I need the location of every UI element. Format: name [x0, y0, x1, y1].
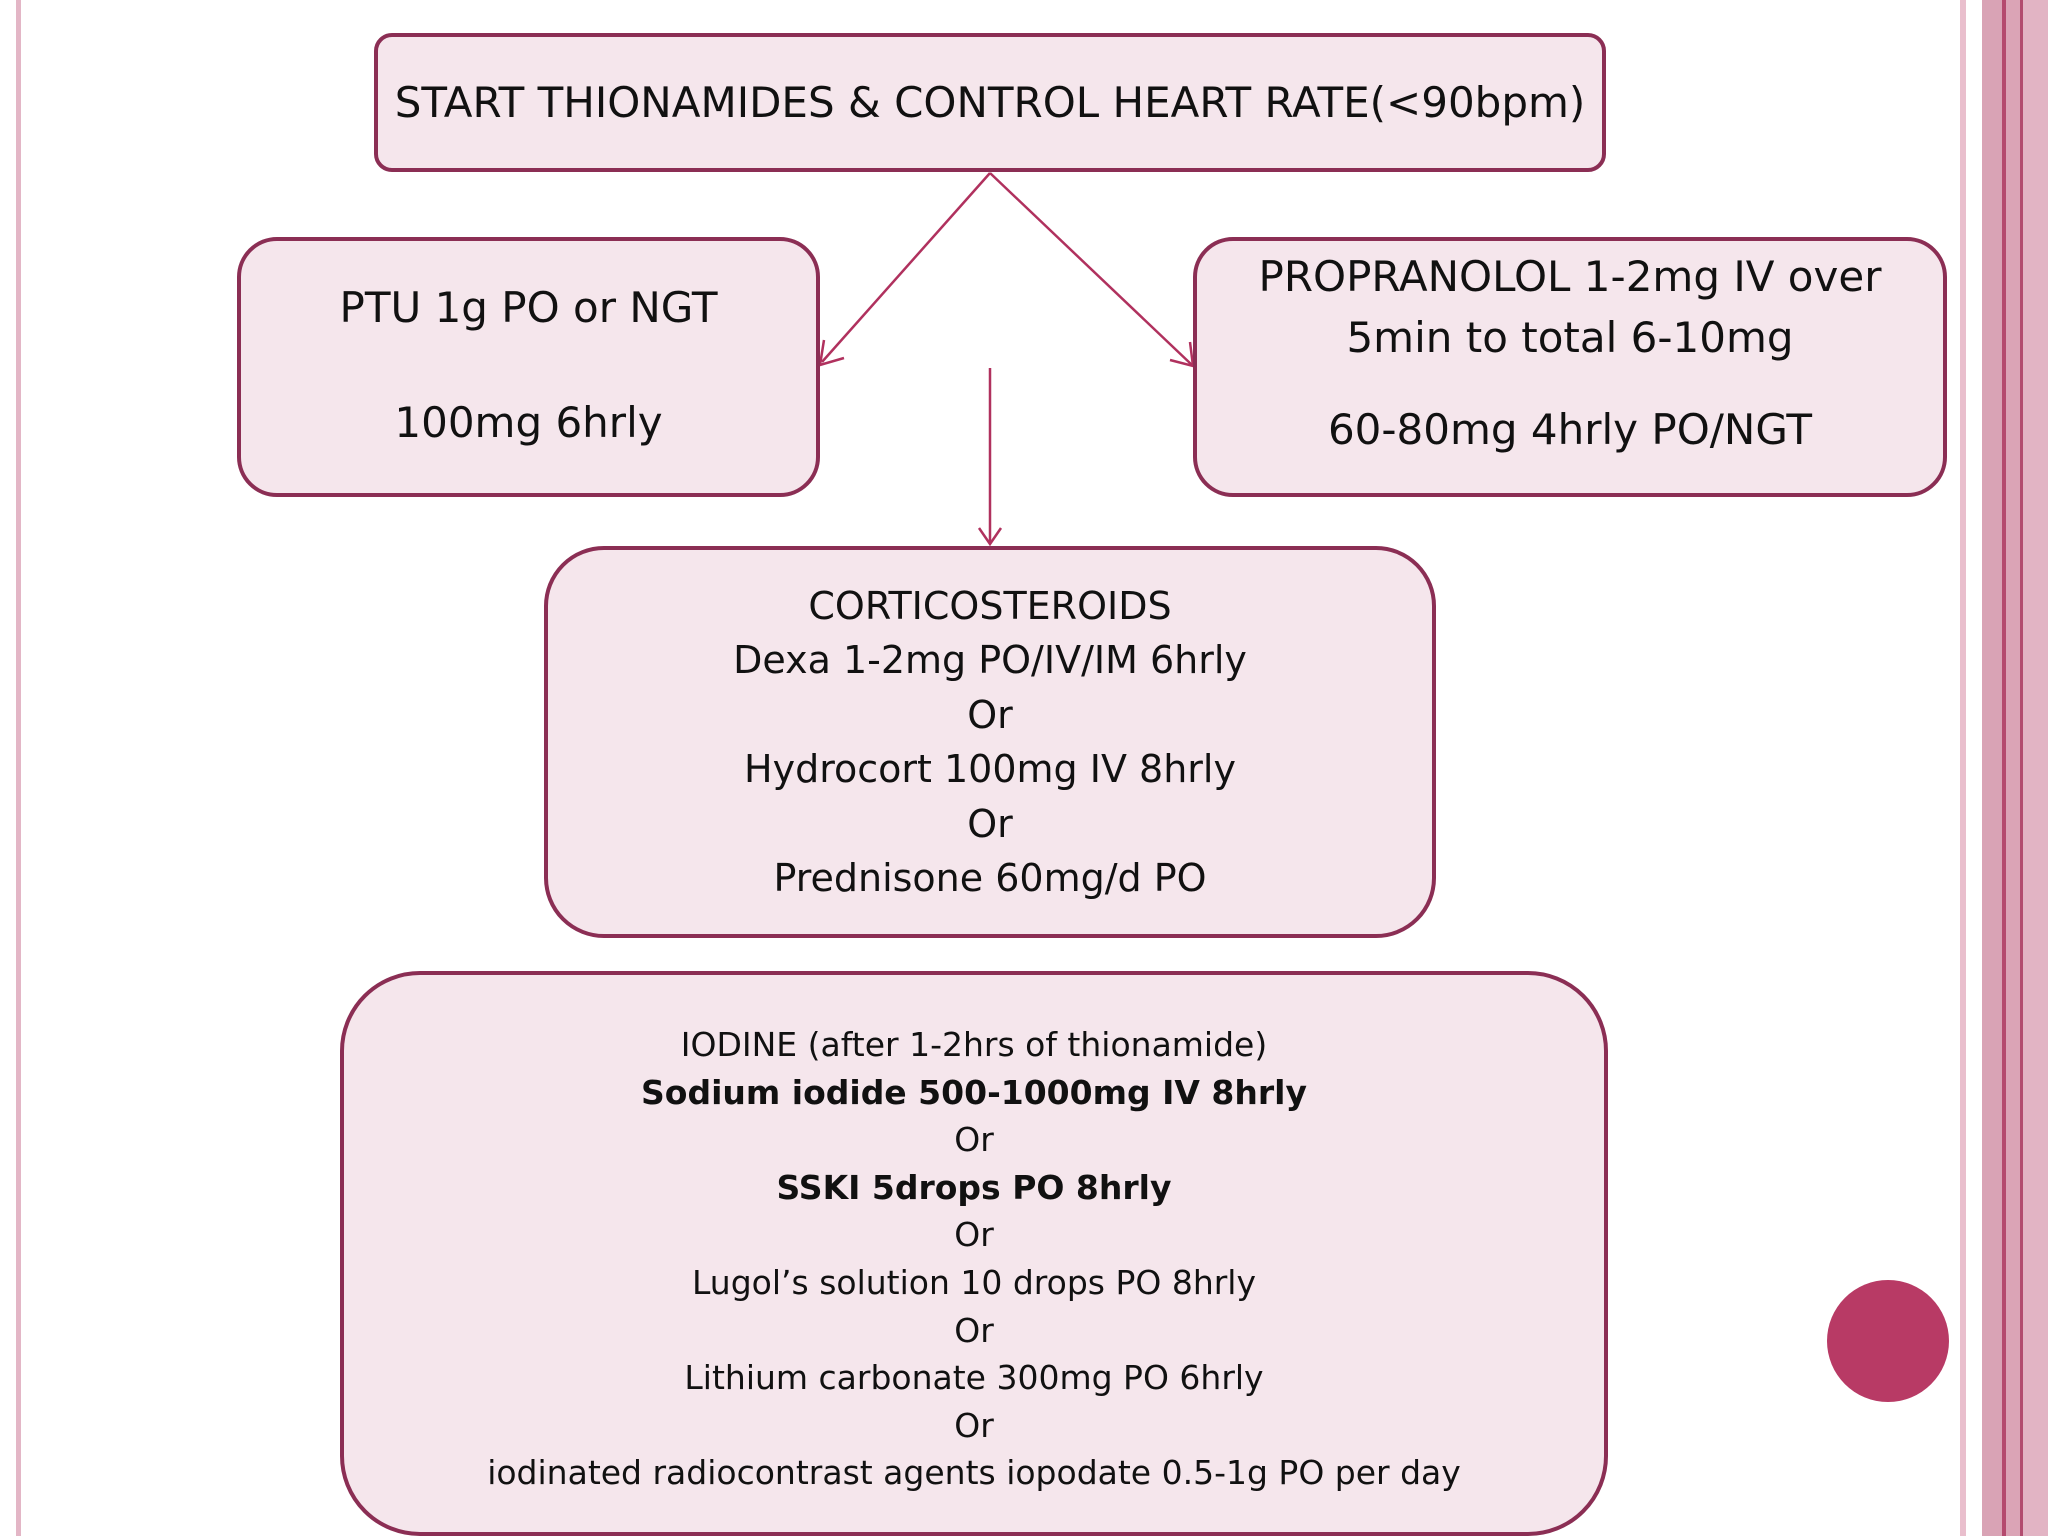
start-thionamides-box: START THIONAMIDES & CONTROL HEART RATE(<…: [374, 33, 1606, 172]
iodine-option: SSKI 5drops PO 8hrly: [776, 1167, 1172, 1207]
iodine-option: Lithium carbonate 300mg PO 6hrly: [684, 1358, 1264, 1398]
right-stripe: [2023, 0, 2048, 1536]
right-stripe: [2006, 0, 2020, 1536]
or-separator: Or: [954, 1310, 994, 1350]
propranolol-line-1: PROPRANOLOL 1-2mg IV over: [1258, 252, 1882, 301]
propranolol-box: PROPRANOLOL 1-2mg IV over 5min to total …: [1193, 237, 1947, 497]
accent-circle: [1827, 1280, 1949, 1402]
corticosteroids-box: CORTICOSTEROIDS Dexa 1-2mg PO/IV/IM 6hrl…: [544, 546, 1436, 938]
iodine-option: Lugol’s solution 10 drops PO 8hrly: [692, 1262, 1256, 1302]
iodine-option: Sodium iodide 500-1000mg IV 8hrly: [641, 1072, 1307, 1112]
iodine-option: iodinated radiocontrast agents iopodate …: [487, 1453, 1461, 1493]
arrow-to-corticosteroids: [977, 368, 1003, 547]
corticosteroid-option: Prednisone 60mg/d PO: [773, 856, 1207, 900]
right-stripe: [1982, 0, 2002, 1536]
or-separator: Or: [967, 801, 1013, 846]
corticosteroids-heading: CORTICOSTEROIDS: [808, 583, 1172, 628]
or-separator: Or: [967, 692, 1013, 737]
iodine-box: IODINE (after 1-2hrs of thionamide) Sodi…: [340, 971, 1608, 1536]
left-border-line: [16, 0, 21, 1536]
ptu-maintenance-dose: 100mg 6hrly: [394, 398, 663, 447]
box-text: START THIONAMIDES & CONTROL HEART RATE(<…: [394, 78, 1586, 127]
arrow-to-propranolol: [989, 172, 1195, 368]
ptu-initial-dose: PTU 1g PO or NGT: [339, 283, 718, 332]
or-separator: Or: [954, 1120, 994, 1160]
propranolol-line-2: 5min to total 6-10mg: [1346, 313, 1794, 362]
iodine-heading: IODINE (after 1-2hrs of thionamide): [680, 1025, 1268, 1064]
ptu-box: PTU 1g PO or NGT 100mg 6hrly: [237, 237, 820, 497]
right-stripe: [2020, 0, 2023, 1536]
corticosteroid-option: Dexa 1-2mg PO/IV/IM 6hrly: [733, 638, 1247, 682]
or-separator: Or: [954, 1405, 994, 1445]
arrow-to-ptu: [818, 172, 991, 367]
propranolol-maintenance-dose: 60-80mg 4hrly PO/NGT: [1327, 405, 1813, 454]
corticosteroid-option: Hydrocort 100mg IV 8hrly: [744, 747, 1236, 791]
right-stripe: [1960, 0, 1966, 1536]
right-stripe: [2002, 0, 2006, 1536]
or-separator: Or: [954, 1215, 994, 1255]
